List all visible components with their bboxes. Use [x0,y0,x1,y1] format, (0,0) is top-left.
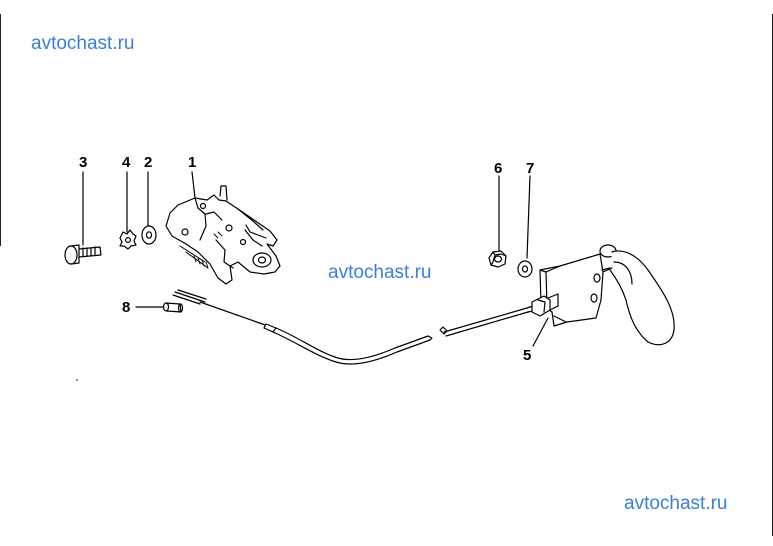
cable-end-pins [172,289,207,305]
callout-2: 2 [144,154,153,171]
lock-washer-part-4 [119,229,137,250]
speck [76,379,78,381]
release-cable [199,301,539,365]
callout-5: 5 [523,347,532,364]
callout-8: 8 [122,299,131,316]
cable-sleeve-part-8 [162,302,184,313]
bolt-part-3 [64,244,102,265]
hood-latch-part-1 [165,185,281,285]
leader-lines [82,171,549,347]
watermark-center: avtochast.ru [328,262,432,283]
release-handle-part-5 [531,244,675,346]
callout-7: 7 [526,160,535,177]
watermark-bottom-right: avtochast.ru [624,493,728,514]
washer-part-2 [141,225,157,245]
left-border-line [0,14,1,246]
callout-6: 6 [494,160,503,177]
washer-part-7 [517,260,533,278]
watermark-top-left: avtochast.ru [31,33,135,54]
nut-part-6 [488,250,507,268]
callout-4: 4 [122,154,131,171]
callout-3: 3 [79,154,88,171]
callout-1: 1 [188,154,197,171]
